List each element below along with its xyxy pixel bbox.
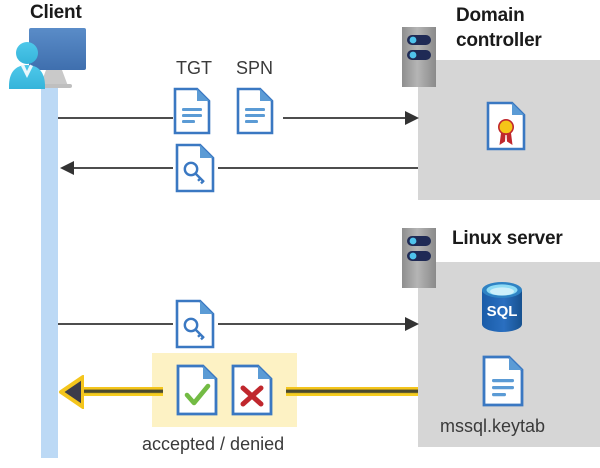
flow-3-key-document-icon (175, 299, 215, 349)
flow-2-line-left (72, 167, 173, 169)
client-lifeline (41, 78, 58, 458)
linux-server-rack-icon (402, 228, 436, 288)
flow-3-line-right (218, 323, 413, 325)
keytab-document-icon (482, 355, 524, 407)
flow-2-line-right (218, 167, 418, 169)
accepted-document-icon (176, 364, 218, 416)
accepted-denied-label: accepted / denied (142, 434, 285, 454)
flow-4-arrowhead (58, 375, 85, 414)
domain-controller-rack-icon (402, 27, 436, 87)
linux-server-label: Linux server (452, 228, 563, 249)
tgt-label: TGT (176, 58, 212, 78)
sql-database-icon: SQL (479, 281, 525, 338)
spn-label: SPN (236, 58, 274, 78)
accepted-denied-highlight (152, 353, 297, 427)
domain-controller-label-line1: Domain (456, 5, 525, 26)
keytab-label: mssql.keytab (440, 416, 546, 436)
flow-1-arrowhead (405, 110, 421, 131)
flow-1-line-right (283, 117, 413, 119)
client-label: Client (30, 2, 82, 23)
flow-3-arrowhead (405, 316, 421, 337)
client-icon (6, 26, 98, 96)
domain-controller-label-line2: controller (456, 30, 542, 51)
flow-4-gold-line-right (286, 387, 418, 396)
tgt-document-icon (173, 87, 211, 135)
flow-1-line-left (58, 117, 173, 119)
spn-document-icon (236, 87, 274, 135)
flow-3-line-left (58, 323, 173, 325)
certificate-document-icon (486, 101, 526, 151)
flow-2-key-document-icon (175, 143, 215, 193)
denied-document-icon (231, 364, 273, 416)
flow-4-gold-line-left (78, 387, 163, 396)
svg-text:SQL: SQL (487, 303, 518, 320)
flow-2-arrowhead (58, 160, 74, 181)
